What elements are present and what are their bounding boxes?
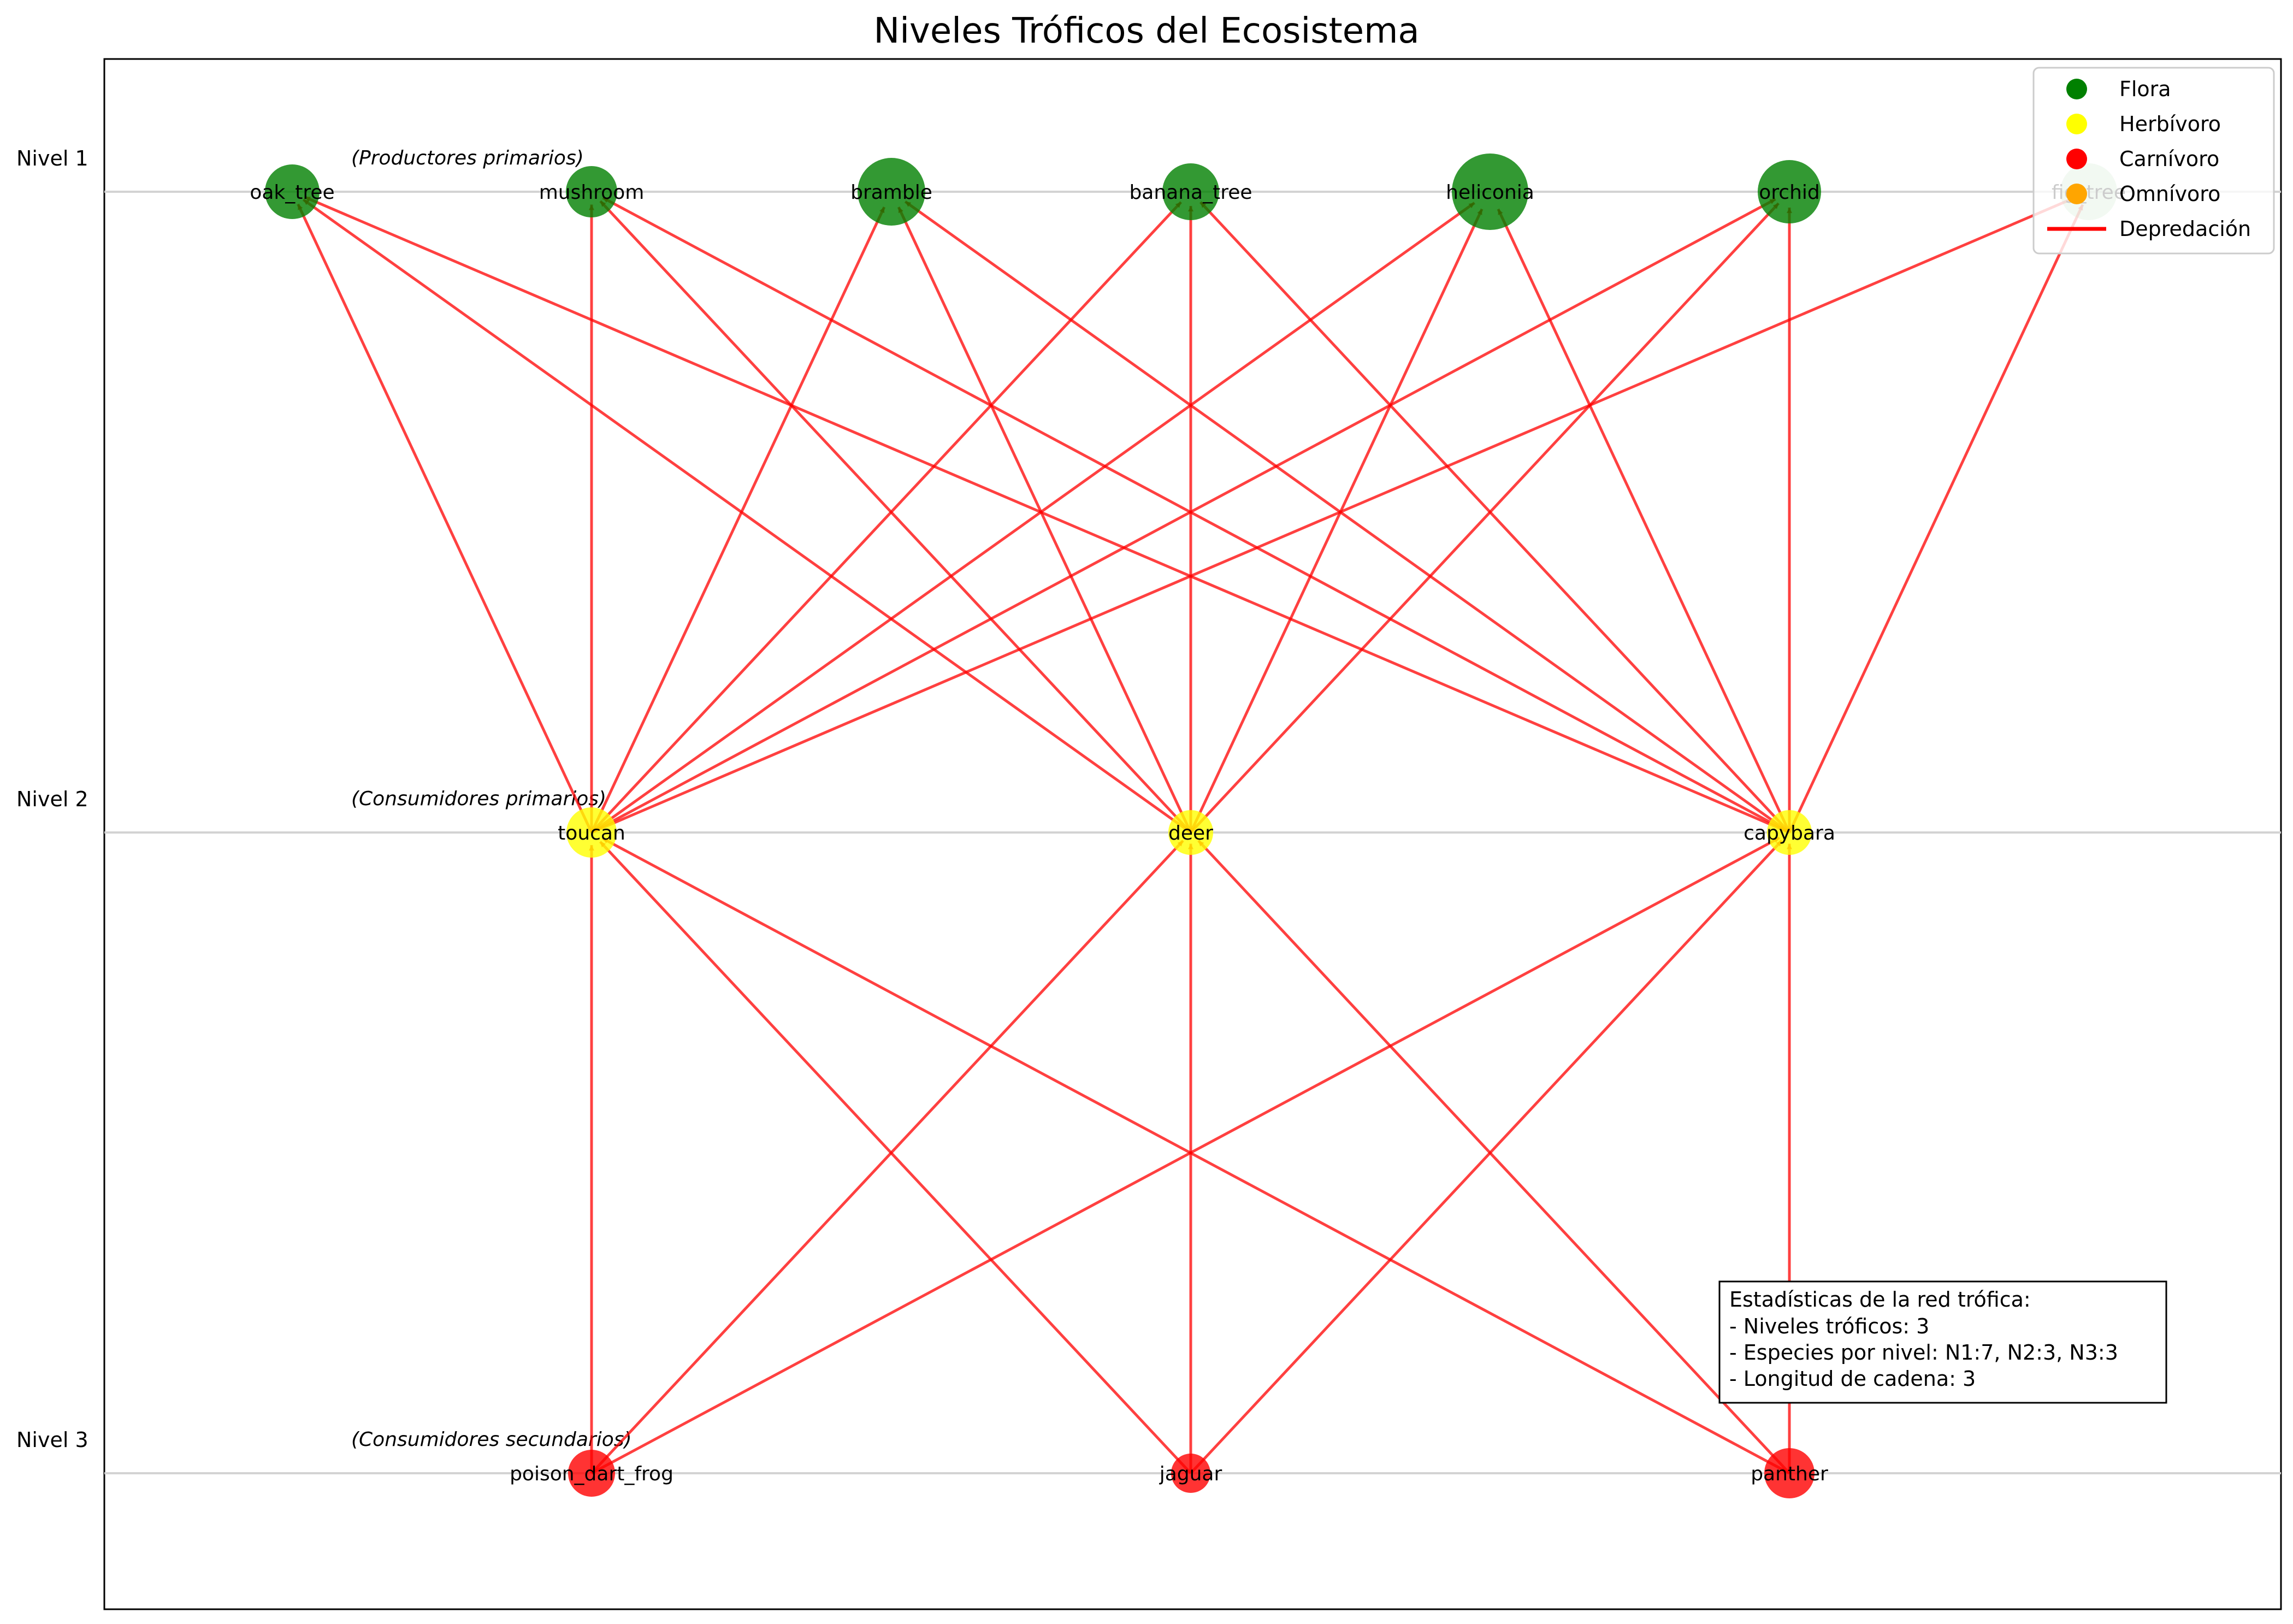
legend-marker-1 [2066, 114, 2087, 134]
node-label-banana_tree: banana_tree [1129, 181, 1252, 204]
predation-edge-toucan-heliconia [590, 202, 1475, 834]
predation-edge-toucan-fig_tree [591, 196, 2077, 834]
level-description-1: (Productores primarios) [351, 147, 584, 169]
node-panther [1764, 1448, 1815, 1498]
predation-edge-toucan-banana_tree [590, 201, 1183, 834]
node-deer [1168, 810, 1213, 855]
node-mushroom [566, 166, 617, 217]
node-label-orchid: orchid [1759, 181, 1820, 204]
predation-edge-capybara-banana_tree [1199, 201, 1790, 834]
predation-edge-poison_dart_frog-capybara [590, 836, 1781, 1475]
legend-marker-2 [2066, 149, 2087, 169]
level-label-1: Nivel 1 [16, 146, 88, 170]
node-label-mushroom: mushroom [539, 181, 645, 204]
node-label-jaguar: jaguar [1159, 1463, 1222, 1485]
node-heliconia [1452, 153, 1528, 230]
node-bramble [858, 158, 925, 226]
predation-edge-deer-bramble [897, 206, 1192, 834]
node-label-toucan: toucan [558, 822, 625, 845]
level-label-3: Nivel 3 [16, 1428, 88, 1452]
node-oak_tree [265, 164, 320, 219]
node-label-panther: panther [1751, 1463, 1828, 1485]
legend-label-0: Flora [2119, 77, 2171, 101]
predation-edge-capybara-mushroom [602, 196, 1790, 834]
predation-edge-capybara-heliconia [1497, 208, 1791, 834]
predation-edge-poison_dart_frog-deer [590, 840, 1184, 1474]
stats-box: Estadísticas de la red trófica: - Nivele… [1718, 1280, 2167, 1404]
stats-line-4: - Longitud de cadena: 3 [1729, 1367, 1976, 1391]
predation-edge-jaguar-capybara [1190, 840, 1783, 1474]
legend-label-2: Carnívoro [2119, 147, 2219, 171]
plot-area [103, 58, 2282, 1610]
predation-edge-deer-oak_tree [302, 198, 1192, 834]
legend-frame [2032, 67, 2275, 255]
predation-edge-deer-orchid [1190, 202, 1780, 834]
level-description-3: (Consumidores secundarios) [351, 1428, 632, 1451]
legend-label-1: Herbívoro [2119, 112, 2221, 136]
node-label-oak_tree: oak_tree [250, 181, 334, 204]
node-poison_dart_frog [568, 1450, 615, 1497]
node-label-bramble: bramble [850, 181, 932, 204]
node-orchid [1758, 160, 1821, 223]
predation-edge-capybara-bramble [904, 200, 1790, 834]
predation-edge-panther-toucan [602, 837, 1790, 1475]
node-jaguar [1171, 1454, 1210, 1493]
legend-label-3: Omnívoro [2119, 182, 2220, 206]
legend: FloraHerbívoroCarnívoroOmnívoroDepredaci… [2032, 67, 2275, 255]
predation-edges [297, 196, 2084, 1475]
predation-edge-toucan-orchid [590, 198, 1776, 834]
stats-line-2: - Niveles tróficos: 3 [1729, 1314, 1929, 1338]
predation-edge-capybara-fig_tree [1788, 204, 2084, 834]
node-label-heliconia: heliconia [1446, 181, 1534, 204]
predation-edge-toucan-bramble [590, 206, 886, 834]
stats-line-1: Estadísticas de la red trófica: [1729, 1288, 2031, 1312]
node-toucan [566, 807, 617, 858]
predation-edge-jaguar-toucan [599, 841, 1192, 1474]
node-label-poison_dart_frog: poison_dart_frog [510, 1463, 673, 1485]
predation-edge-deer-mushroom [599, 200, 1192, 834]
legend-label-4: Depredación [2119, 217, 2251, 241]
level-label-2: Nivel 2 [16, 787, 88, 811]
stats-box-frame [1718, 1280, 2167, 1404]
legend-marker-0 [2066, 79, 2087, 99]
level-descriptions: (Productores primarios) (Consumidores pri… [351, 147, 632, 1451]
node-capybara [1767, 810, 1812, 855]
level-labels: Nivel 1 Nivel 2 Nivel 3 [16, 146, 88, 1452]
legend-marker-3 [2066, 184, 2087, 204]
predation-edge-toucan-oak_tree [297, 203, 593, 834]
stats-line-3: - Especies por nivel: N1:7, N2:3, N3:3 [1729, 1340, 2118, 1365]
predation-edge-capybara-oak_tree [304, 196, 1790, 834]
node-banana_tree [1162, 163, 1219, 220]
node-label-deer: deer [1168, 822, 1213, 845]
node-label-capybara: capybara [1744, 822, 1835, 845]
predation-edge-panther-deer [1197, 840, 1790, 1474]
predation-edge-deer-heliconia [1189, 208, 1484, 834]
level-description-2: (Consumidores primarios) [351, 788, 606, 810]
figure-title: Niveles Tróficos del Ecosistema [873, 11, 1419, 51]
